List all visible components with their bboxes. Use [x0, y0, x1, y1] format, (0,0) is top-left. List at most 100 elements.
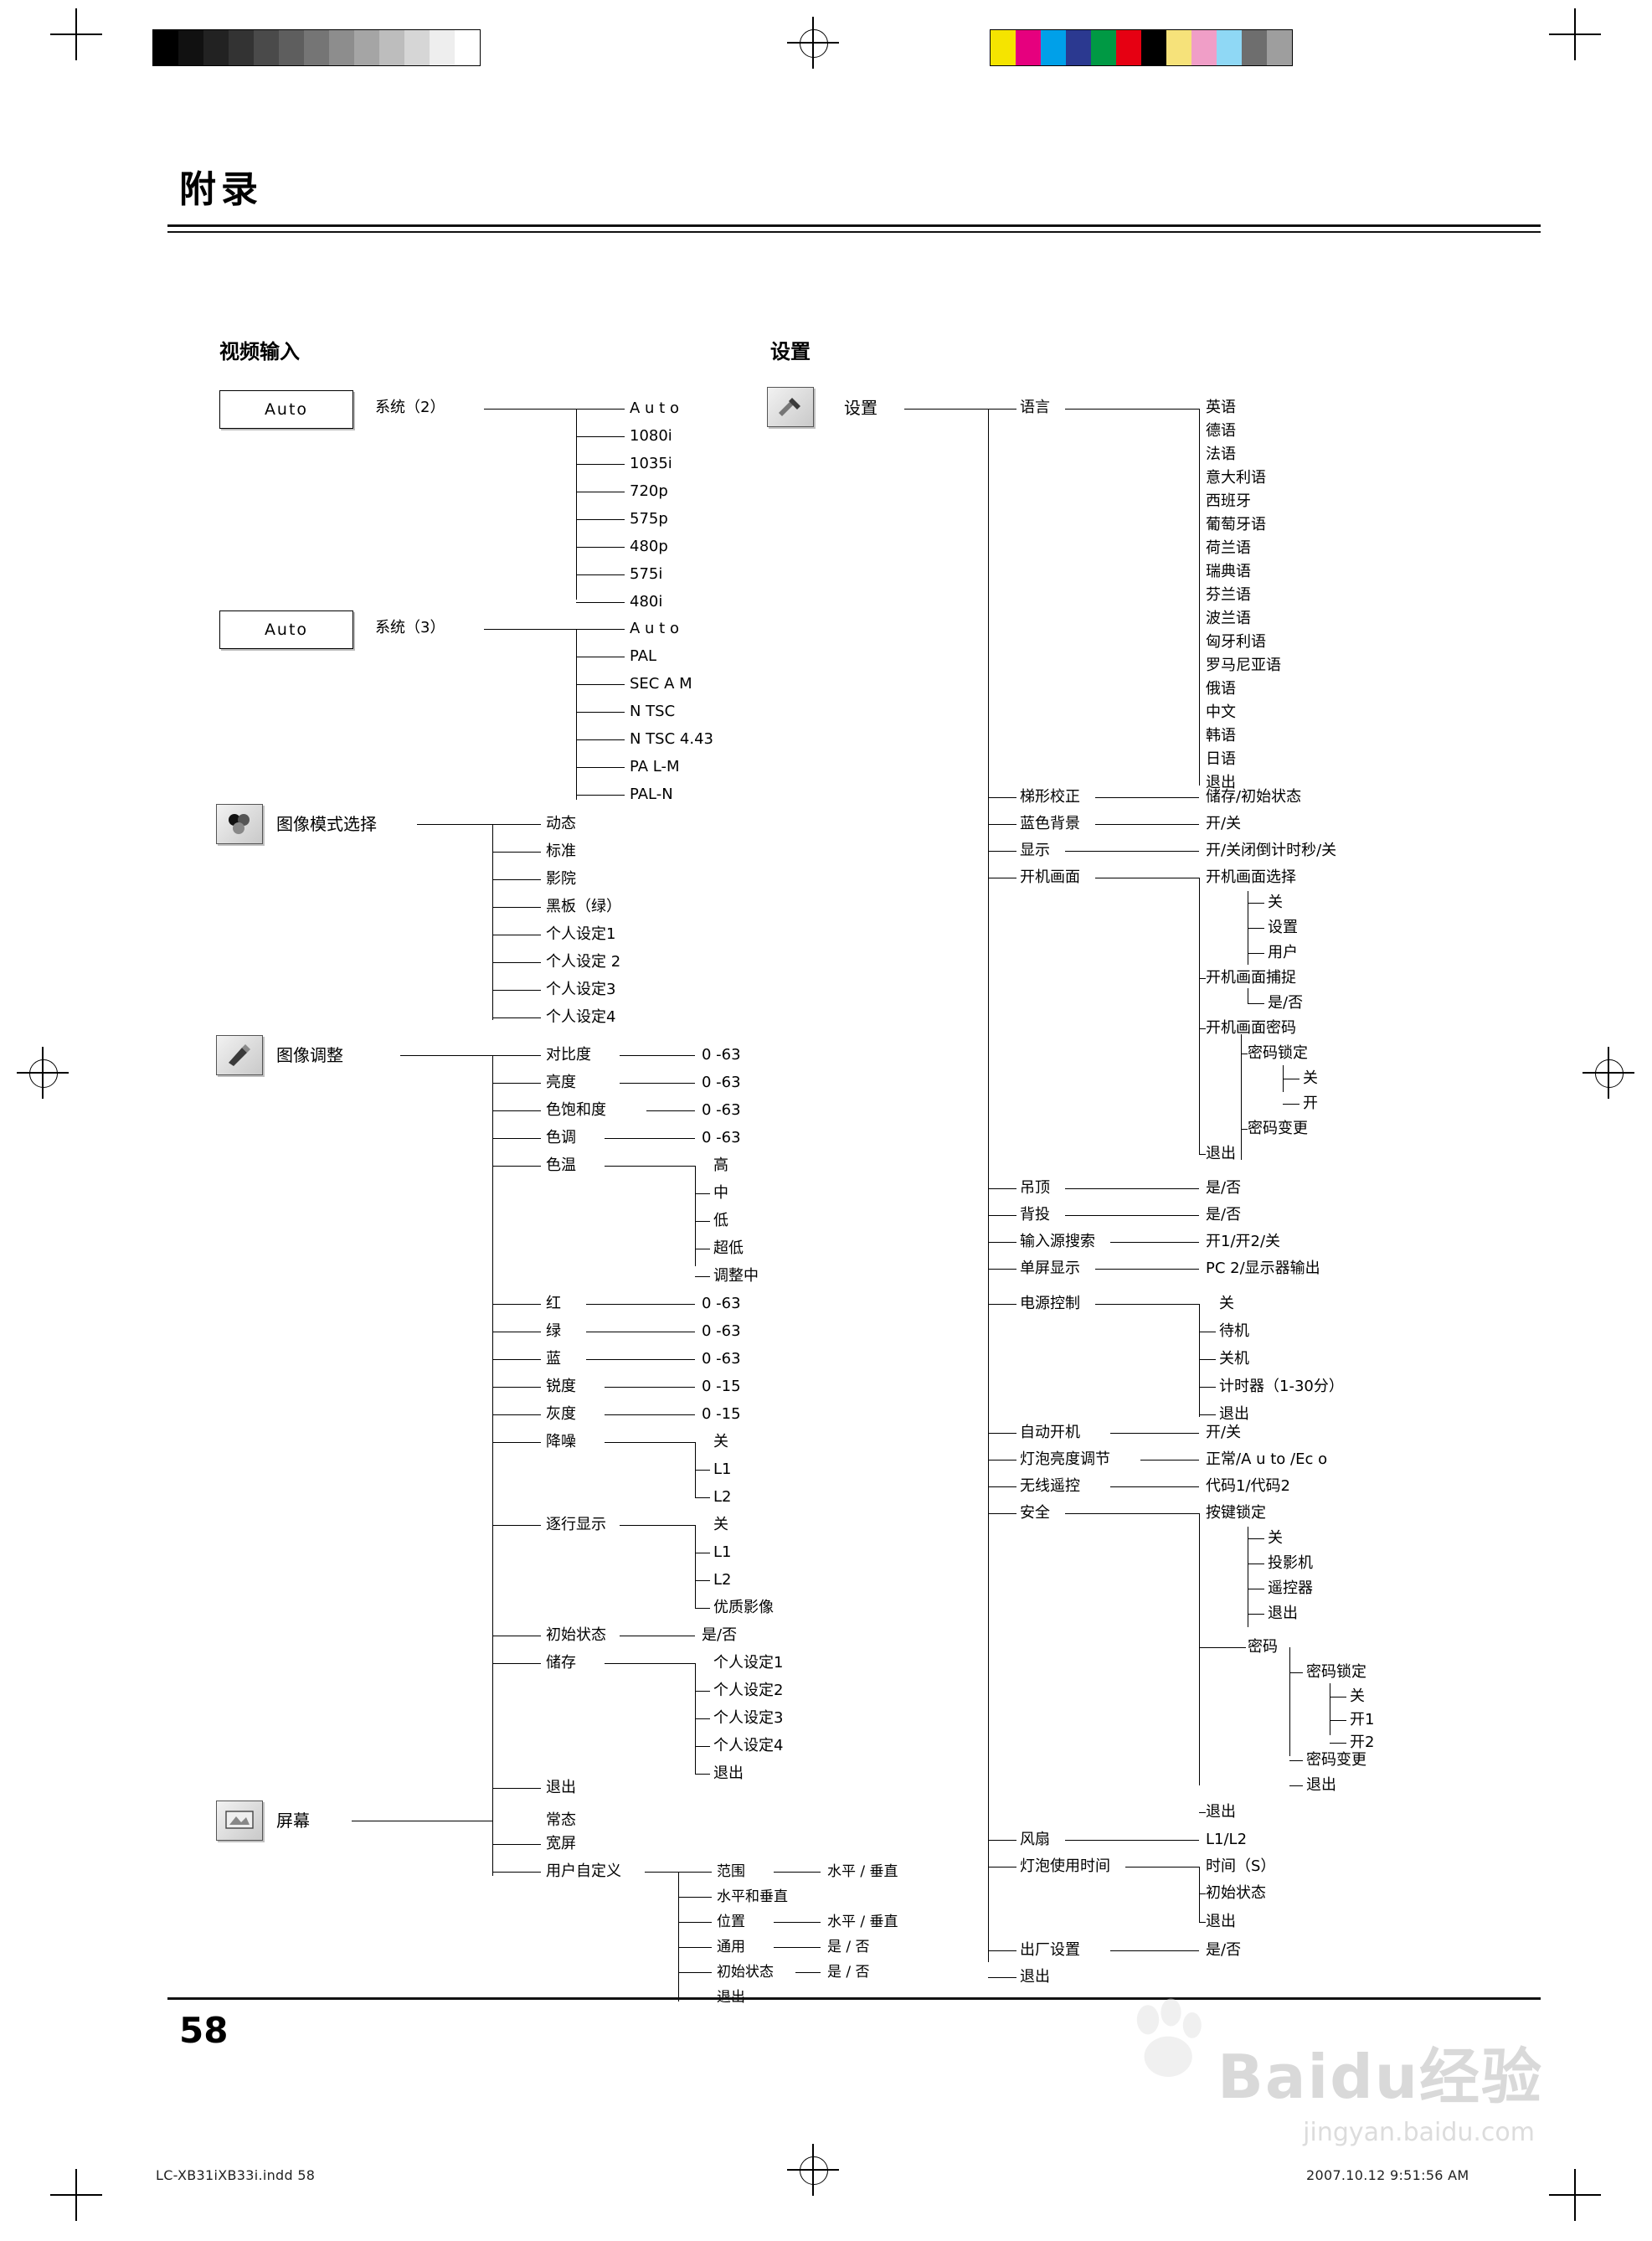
connector [576, 602, 625, 604]
node-colortemp-0: 高 [713, 1157, 728, 1174]
label-screen: 屏幕 [276, 1811, 310, 1831]
node-keylock-2: 遥控器 [1268, 1579, 1313, 1597]
node-adjust-3-value: 0 -63 [702, 1129, 741, 1146]
connector [605, 1138, 695, 1140]
label-image-adjust: 图像调整 [276, 1045, 343, 1065]
registration-mark-left [17, 1047, 69, 1099]
connector [1065, 1188, 1199, 1190]
connector [492, 1663, 541, 1665]
node-setting2-4-label: 电源控制 [1020, 1295, 1080, 1312]
connector [1140, 1460, 1199, 1461]
node-system3-item-3: N TSC [630, 703, 676, 720]
connector [774, 1947, 821, 1949]
node-custom-2-value: 水平 / 垂直 [827, 1914, 898, 1930]
node-progressive-1: L1 [713, 1543, 732, 1561]
node-setting3-1-label: 灯泡亮度调节 [1020, 1450, 1110, 1468]
node-setting2-3-label: 单屏显示 [1020, 1260, 1080, 1277]
node-startup-pwchange: 密码变更 [1248, 1120, 1308, 1137]
color-bar [990, 29, 1293, 66]
node-language-14: 韩语 [1206, 727, 1236, 744]
node-setting-3-label: 开机画面 [1020, 868, 1080, 886]
connector [695, 1525, 697, 1608]
node-adjust-1-label: 亮度 [546, 1074, 576, 1091]
node-language-12: 俄语 [1206, 680, 1236, 698]
page-number: 58 [179, 2010, 229, 2051]
connector [774, 1872, 821, 1873]
label-system3: 系统（3） [375, 619, 445, 636]
connector [988, 1977, 1016, 1979]
node-adjust-8-value: 0 -15 [702, 1378, 741, 1395]
connector [1248, 903, 1264, 904]
watermark-url: jingyan.baidu.com [1303, 2118, 1535, 2147]
connector [1248, 928, 1264, 930]
connector [620, 1055, 695, 1057]
node-adjust-12-value: 是/否 [702, 1626, 738, 1644]
connector [1248, 953, 1264, 955]
node-custom-0-label: 范围 [717, 1863, 745, 1880]
node-keylock-3: 退出 [1268, 1605, 1298, 1622]
node-security-pwchange: 密码变更 [1306, 1751, 1366, 1769]
node-noise-0: 关 [713, 1433, 728, 1450]
connector [695, 1276, 710, 1278]
connector [1330, 1720, 1346, 1722]
node-custom-3-label: 通用 [717, 1939, 745, 1955]
connector [492, 1083, 541, 1084]
connector [1199, 1154, 1206, 1156]
node-adjust-3-label: 色调 [546, 1129, 576, 1146]
connector [576, 629, 578, 800]
node-screen-2: 用户自定义 [546, 1862, 621, 1880]
connector [1199, 1513, 1201, 1785]
node-language-3: 意大利语 [1206, 469, 1266, 487]
node-setting3-2-label: 无线遥控 [1020, 1477, 1080, 1495]
node-security-pwlock-0: 关 [1350, 1687, 1365, 1705]
node-setting4-1-label: 灯泡使用时间 [1020, 1857, 1110, 1875]
connector [988, 797, 1016, 799]
node-adjust-9-label: 灰度 [546, 1405, 576, 1423]
node-store-0: 个人设定1 [713, 1654, 784, 1672]
connector [492, 1844, 541, 1846]
connector [1095, 797, 1199, 799]
node-adjust-12-label: 初始状态 [546, 1626, 606, 1644]
node-screen-0: 常态 [546, 1811, 576, 1829]
node-setting2-3-value: PC 2/显示器输出 [1206, 1260, 1320, 1277]
image-adjust-icon [216, 1035, 263, 1075]
connector [492, 1359, 541, 1361]
node-language-2: 法语 [1206, 446, 1236, 463]
node-setting-0-label: 梯形校正 [1020, 788, 1080, 806]
node-setting2-1-label: 背投 [1020, 1206, 1050, 1224]
node-noise-1: L1 [713, 1461, 732, 1478]
node-setting2-0-value: 是/否 [1206, 1179, 1242, 1197]
connector [1199, 1893, 1206, 1895]
node-system3-item-5: PA L-M [630, 758, 680, 775]
connector [484, 409, 576, 410]
connector [695, 1221, 710, 1223]
section-title-video-input: 视频输入 [219, 340, 300, 363]
connector [1199, 409, 1201, 786]
node-adjust-6-value: 0 -63 [702, 1322, 741, 1340]
node-adjust-0-value: 0 -63 [702, 1046, 741, 1064]
node-startup-select-2: 用户 [1268, 944, 1298, 961]
node-adjust-14-label: 退出 [546, 1779, 576, 1796]
node-system3-item-1: PAL [630, 647, 657, 665]
connector [646, 1110, 695, 1112]
connector [1065, 409, 1199, 410]
connector [678, 1897, 712, 1898]
node-setting-2-value: 开/关闭倒计时秒/关 [1206, 842, 1337, 859]
node-language-8: 芬兰语 [1206, 586, 1251, 604]
node-store-2: 个人设定3 [713, 1709, 784, 1727]
connector [1110, 1486, 1199, 1488]
node-system3-item-0: A u t o [630, 620, 679, 637]
connector [605, 1387, 695, 1388]
connector [1199, 1028, 1206, 1030]
connector [988, 851, 1016, 853]
node-colortemp-2: 低 [713, 1212, 728, 1229]
connector [492, 1525, 541, 1527]
node-language-13: 中文 [1206, 703, 1236, 721]
connector [1095, 824, 1199, 826]
crop-mark-top-left [50, 8, 102, 60]
auto-box-system3: Auto [219, 610, 353, 649]
node-adjust-2-label: 色饱和度 [546, 1101, 606, 1119]
connector [576, 409, 625, 410]
connector [795, 1972, 821, 1974]
connector [1095, 1304, 1199, 1306]
